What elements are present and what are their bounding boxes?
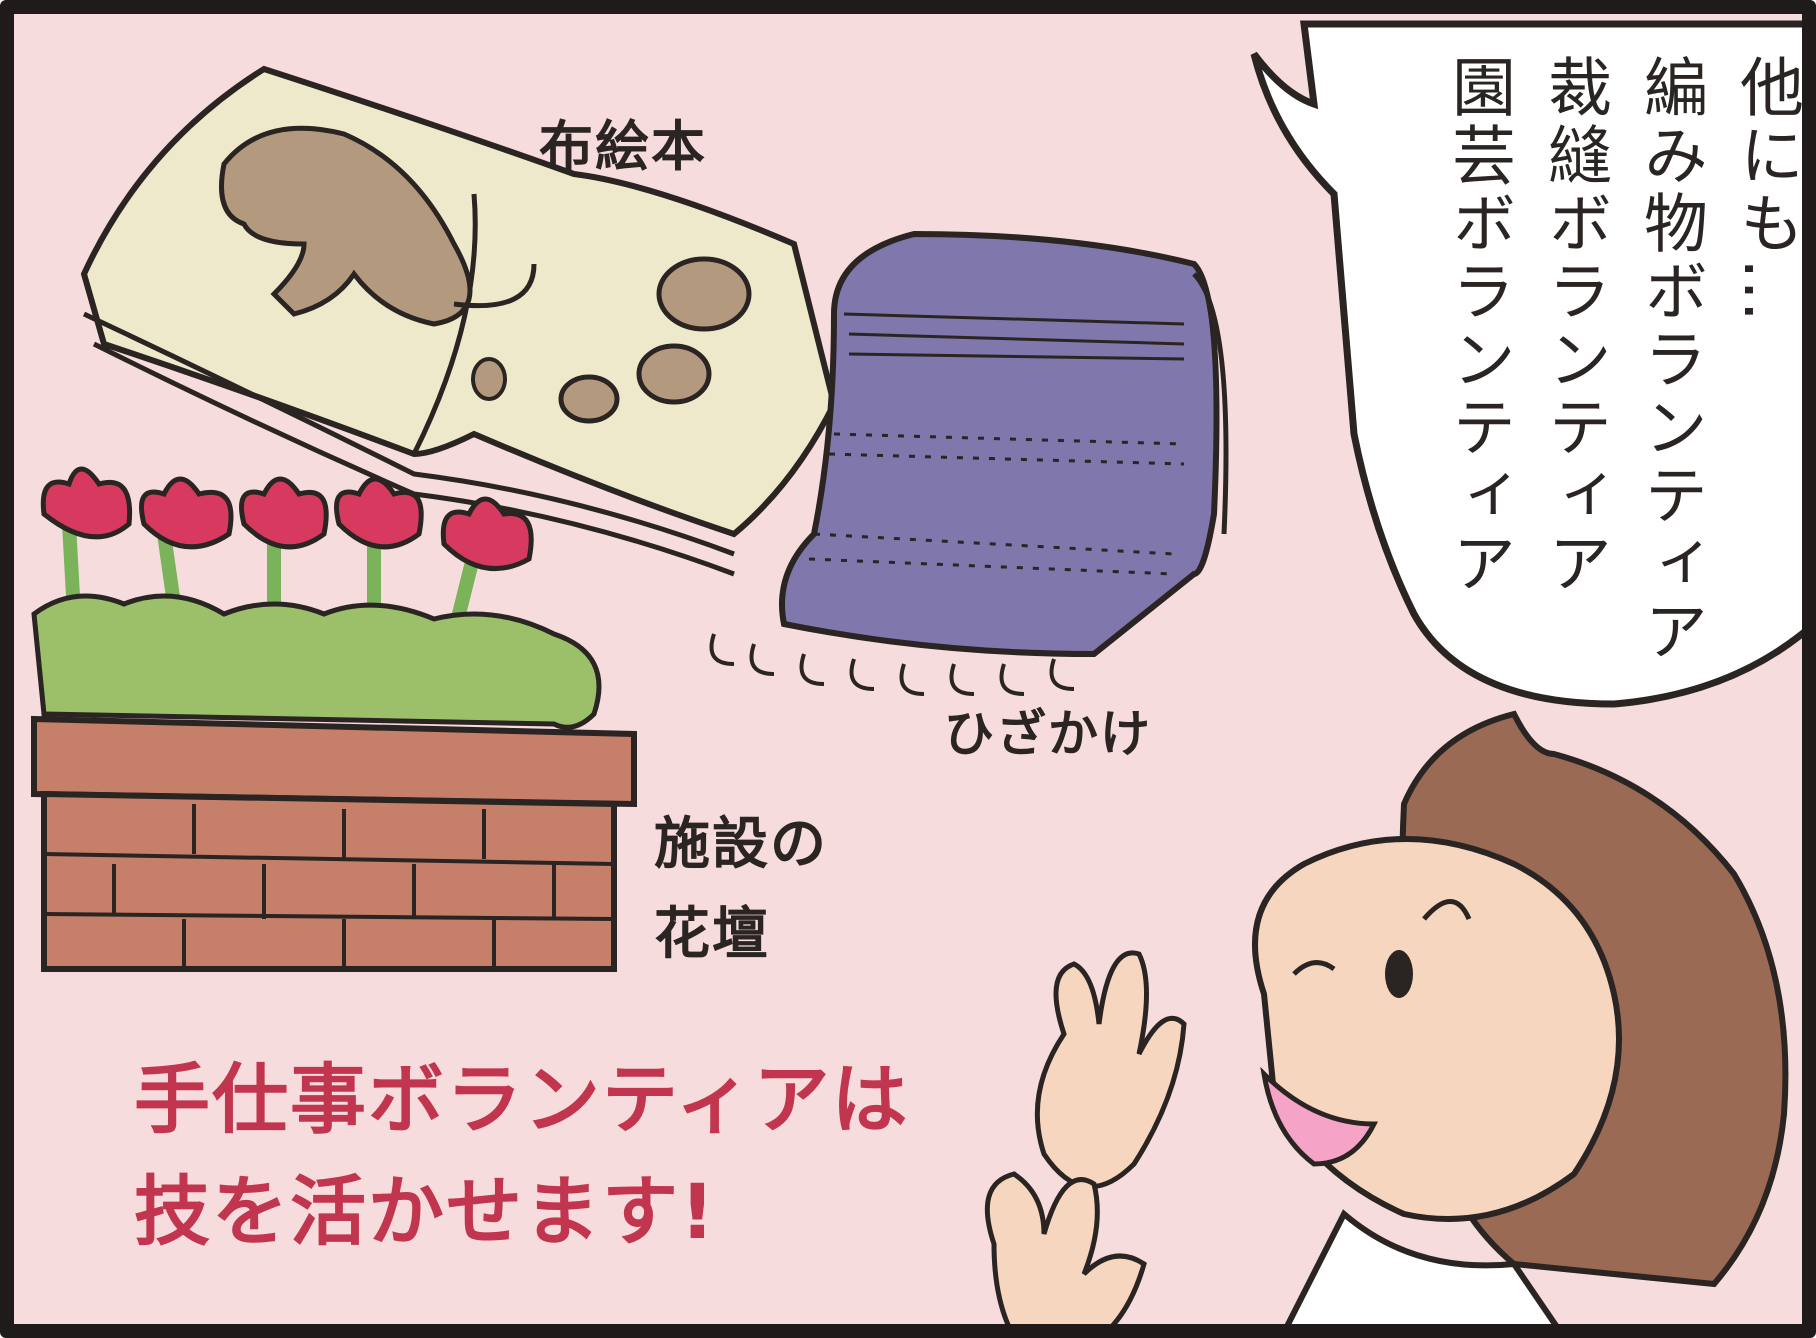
tulips (40, 466, 534, 636)
caption-line-2: 技を活かせます! (134, 1167, 717, 1256)
speech-bubble (1250, 20, 1802, 708)
speech-line-1: 他にも… (1729, 54, 1803, 326)
speech-line-3: 裁縫ボランティア (1537, 54, 1611, 598)
flower-bed-label-line1: 施設の (654, 812, 828, 877)
speech-line-4: 園芸ボランティア (1441, 54, 1515, 598)
illustration (31, 20, 1802, 1324)
flower-bed-label-line2: 花壇 (654, 902, 770, 967)
lap-blanket-label: ひざかけ (944, 705, 1152, 763)
lap-blanket (709, 230, 1229, 696)
foliage (31, 593, 602, 730)
caption: 手仕事ボランティアは 技を活かせます! (134, 1044, 909, 1268)
brick-planter (31, 715, 637, 972)
cloth-book (80, 65, 838, 577)
caption-line-1: 手仕事ボランティアは (134, 1055, 910, 1144)
person (984, 710, 1789, 1324)
speech-line-2: 編み物ボランティア (1633, 54, 1707, 666)
speech-bubble-text: 他にも… 編み物ボランティア 裁縫ボランティア 園芸ボランティア (1414, 54, 1803, 694)
cloth-book-label: 布絵本 (539, 115, 707, 178)
